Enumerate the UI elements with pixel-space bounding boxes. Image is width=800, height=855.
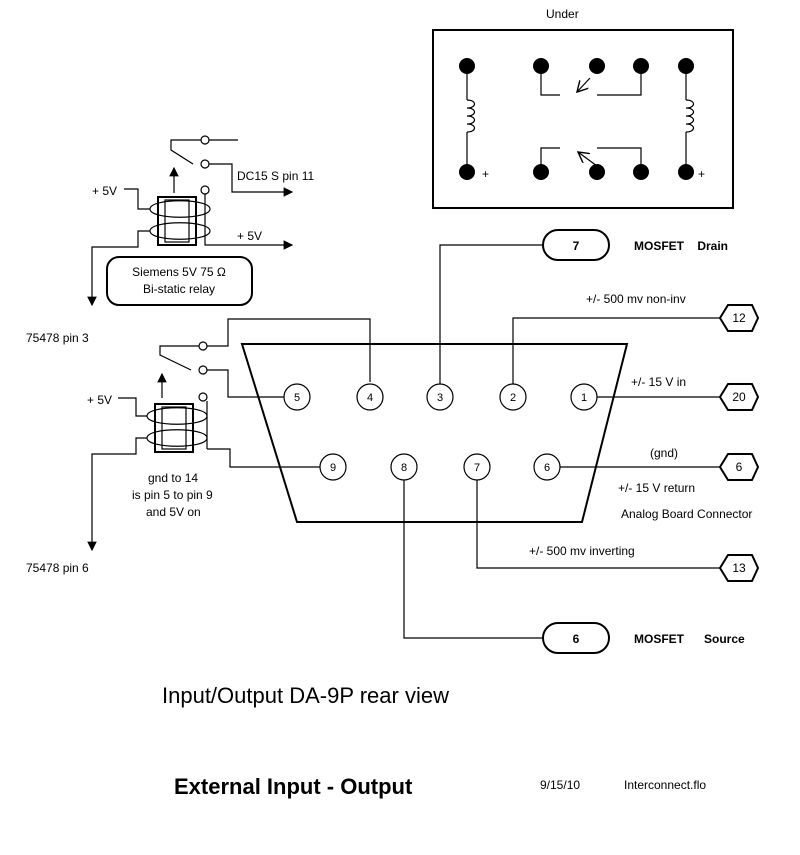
top-relay-dc15-label: DC15 S pin 11 xyxy=(237,169,314,183)
footer-filename: Interconnect.flo xyxy=(624,778,706,792)
bottom-relay-note-line1: gnd to 14 xyxy=(148,471,198,485)
bottom-relay-plus5v-in: + 5V xyxy=(87,393,112,407)
v15-in-label: +/- 15 V in xyxy=(631,375,686,389)
top-relay-note-line2: Bi-static relay xyxy=(143,282,215,296)
mosfet-source-num: 6 xyxy=(573,632,580,646)
mosfet-source-tag xyxy=(542,622,610,654)
bottom-relay-driver-label: 75478 pin 6 xyxy=(26,561,89,575)
noninv-label: +/- 500 mv non-inv xyxy=(586,292,686,306)
noninv-tag xyxy=(718,304,760,332)
inverting-tag xyxy=(718,554,760,582)
analog-board-label: Analog Board Connector xyxy=(621,507,752,521)
pin-9-label: 9 xyxy=(330,462,336,474)
da9p-connector: 5 4 3 2 1 9 8 7 6 xyxy=(240,244,720,639)
under-view-right-coil xyxy=(685,74,695,164)
under-view-relay-footprint: Under xyxy=(432,7,734,209)
v15-return-label: +/- 15 V return xyxy=(618,481,695,495)
v15-in-tag xyxy=(718,383,760,411)
under-view-top-switch xyxy=(540,74,642,96)
top-relay-driver-label: 75478 pin 3 xyxy=(26,331,89,345)
pin-7-label: 7 xyxy=(474,462,480,474)
bottom-relay: + 5V gnd to 14 is pin 5 to pin 9 and 5V … xyxy=(26,318,371,575)
top-relay: Siemens 5V 75 Ω Bi-static relay + 5V + 5… xyxy=(26,135,314,345)
under-view-title: Under xyxy=(546,7,579,21)
pin-1-label: 1 xyxy=(581,392,587,404)
inverting-num: 13 xyxy=(732,561,746,575)
mosfet-drain-num: 7 xyxy=(573,239,580,253)
under-view-pins xyxy=(459,58,694,180)
pin-3-label: 3 xyxy=(437,392,443,404)
inverting-label: +/- 500 mv inverting xyxy=(529,544,635,558)
mosfet-source-label: MOSFET Source xyxy=(634,632,745,646)
footer-title: External Input - Output xyxy=(174,774,413,799)
connector-top-pins: 5 4 3 2 1 xyxy=(283,383,598,411)
under-view-plus-left: + xyxy=(482,167,489,181)
v15-return-num: 6 xyxy=(736,460,743,474)
pin-5-label: 5 xyxy=(294,392,300,404)
signal-tags: 7 MOSFET Drain 12 +/- 500 mv non-inv 20 … xyxy=(529,229,760,654)
pin-8-label: 8 xyxy=(401,462,407,474)
top-relay-plus5v-out: + 5V xyxy=(237,229,262,243)
under-view-box xyxy=(432,29,734,209)
pin-2-label: 2 xyxy=(510,392,516,404)
v15-in-num: 20 xyxy=(732,390,746,404)
top-relay-plus5v-in: + 5V xyxy=(92,184,117,198)
under-view-plus-right: + xyxy=(698,167,705,181)
under-view-bottom-switch xyxy=(540,147,642,167)
v15-return-tag xyxy=(718,453,760,481)
footer-date: 9/15/10 xyxy=(540,778,580,792)
pin-6-label: 6 xyxy=(544,462,550,474)
top-relay-note-line1: Siemens 5V 75 Ω xyxy=(132,265,226,279)
noninv-num: 12 xyxy=(732,311,746,325)
mosfet-drain-label: MOSFET Drain xyxy=(634,239,728,253)
bottom-relay-note-line2: is pin 5 to pin 9 xyxy=(132,488,213,502)
pin-4-label: 4 xyxy=(367,392,373,404)
connector-bottom-pins: 9 8 7 6 xyxy=(319,453,561,481)
gnd-label: (gnd) xyxy=(650,446,678,460)
connector-title: Input/Output DA-9P rear view xyxy=(162,683,449,708)
bottom-relay-note-line3: and 5V on xyxy=(146,505,201,519)
under-view-left-coil xyxy=(466,74,476,164)
mosfet-drain-tag xyxy=(542,229,610,261)
